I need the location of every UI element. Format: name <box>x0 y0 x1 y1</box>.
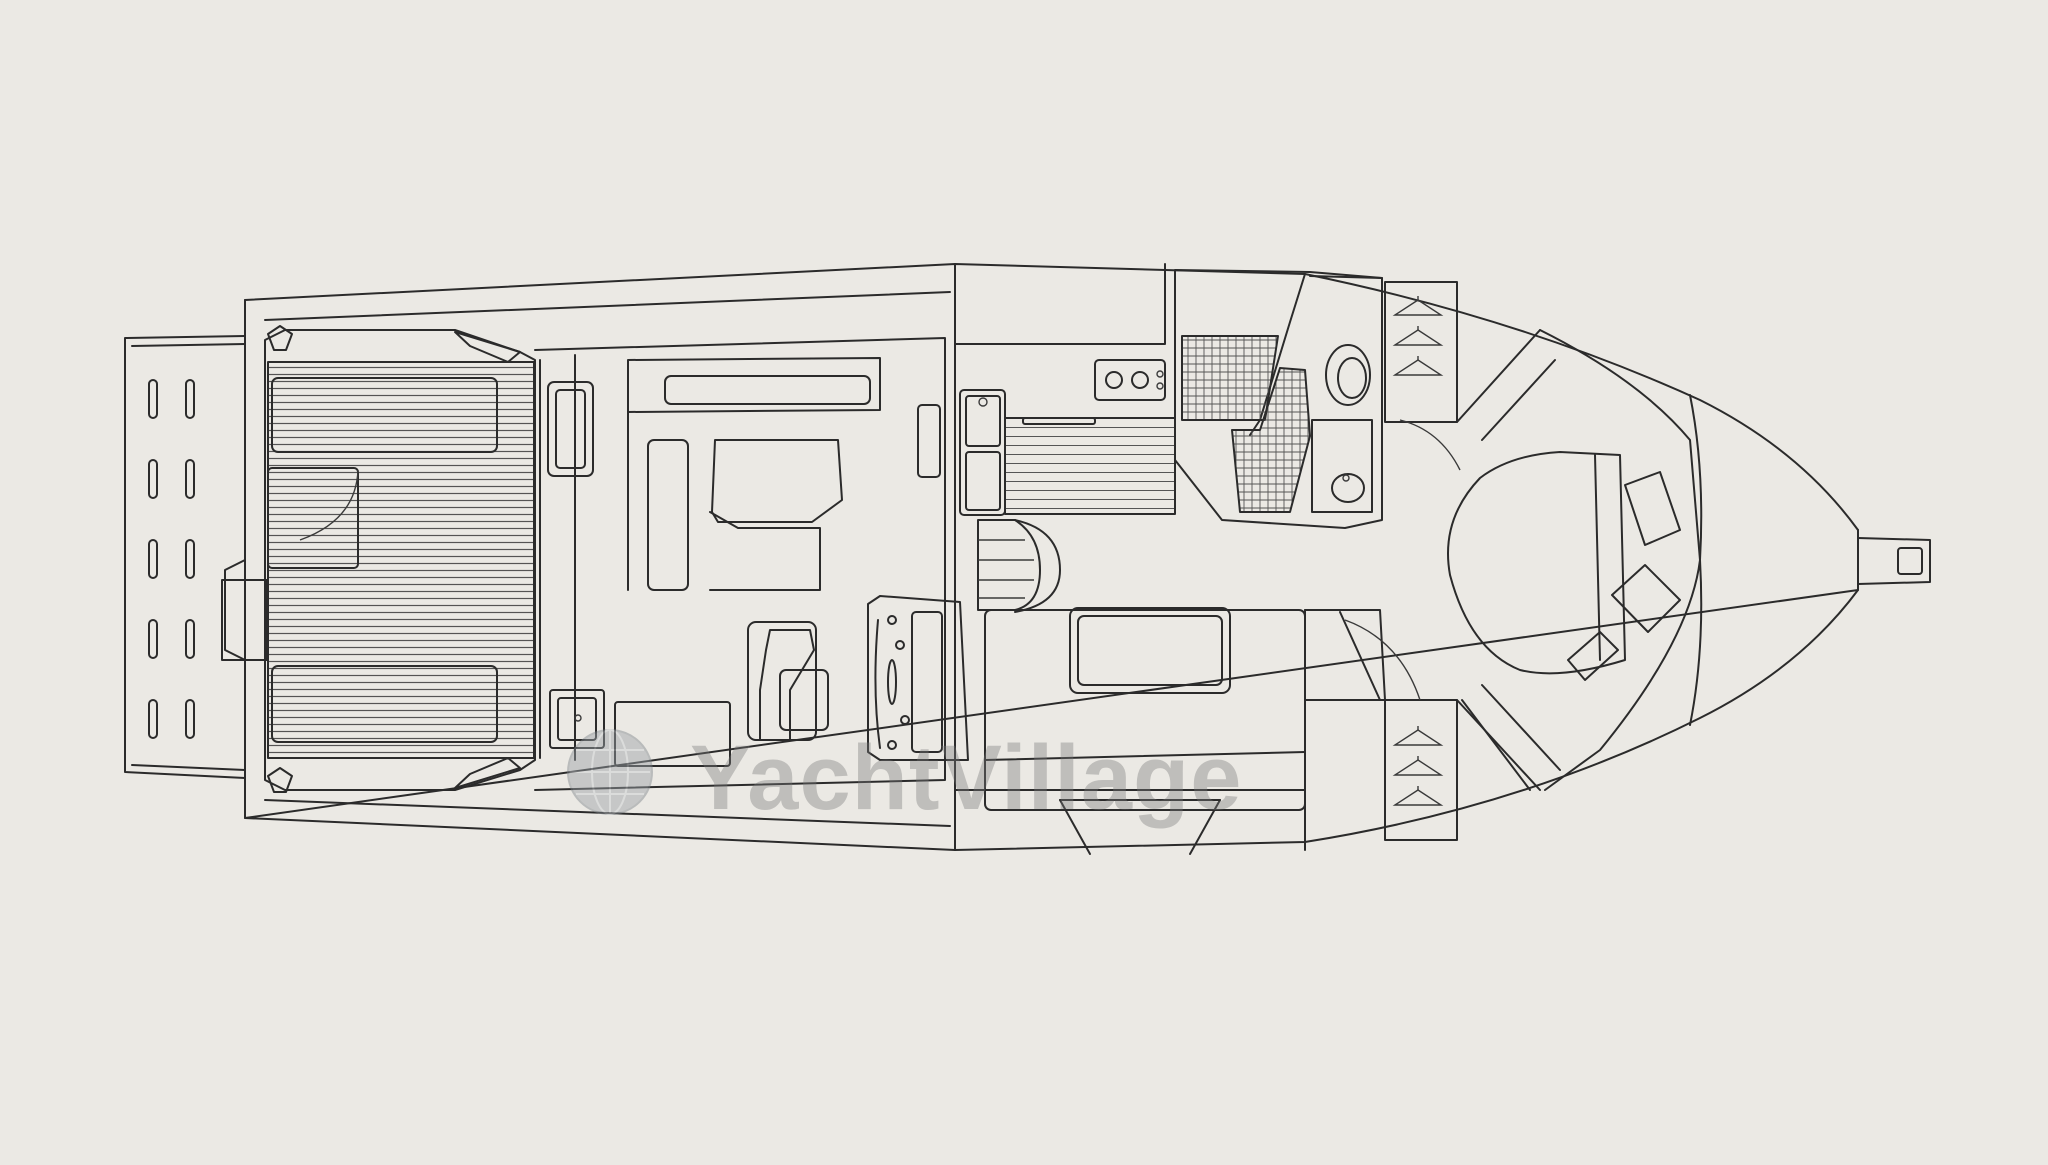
hanging-locker-starboard <box>1384 699 1458 841</box>
hull-detail-lines <box>954 609 1531 851</box>
swim-platform <box>124 335 246 779</box>
saloon-deck <box>534 337 969 791</box>
watermark-text: YachtVillage <box>690 727 1243 829</box>
cockpit-area <box>221 325 536 793</box>
platform-slots <box>148 379 195 739</box>
forward-cabin <box>1304 329 1701 791</box>
head-compartment <box>1174 269 1383 529</box>
cockpit-cushion-aft <box>271 377 498 743</box>
hanging-locker-port <box>1384 281 1458 423</box>
helm-console <box>867 595 969 761</box>
watermark-logo <box>567 729 653 815</box>
galley <box>917 263 1176 851</box>
v-berth <box>1447 329 1701 791</box>
shower-grid <box>1181 335 1311 513</box>
